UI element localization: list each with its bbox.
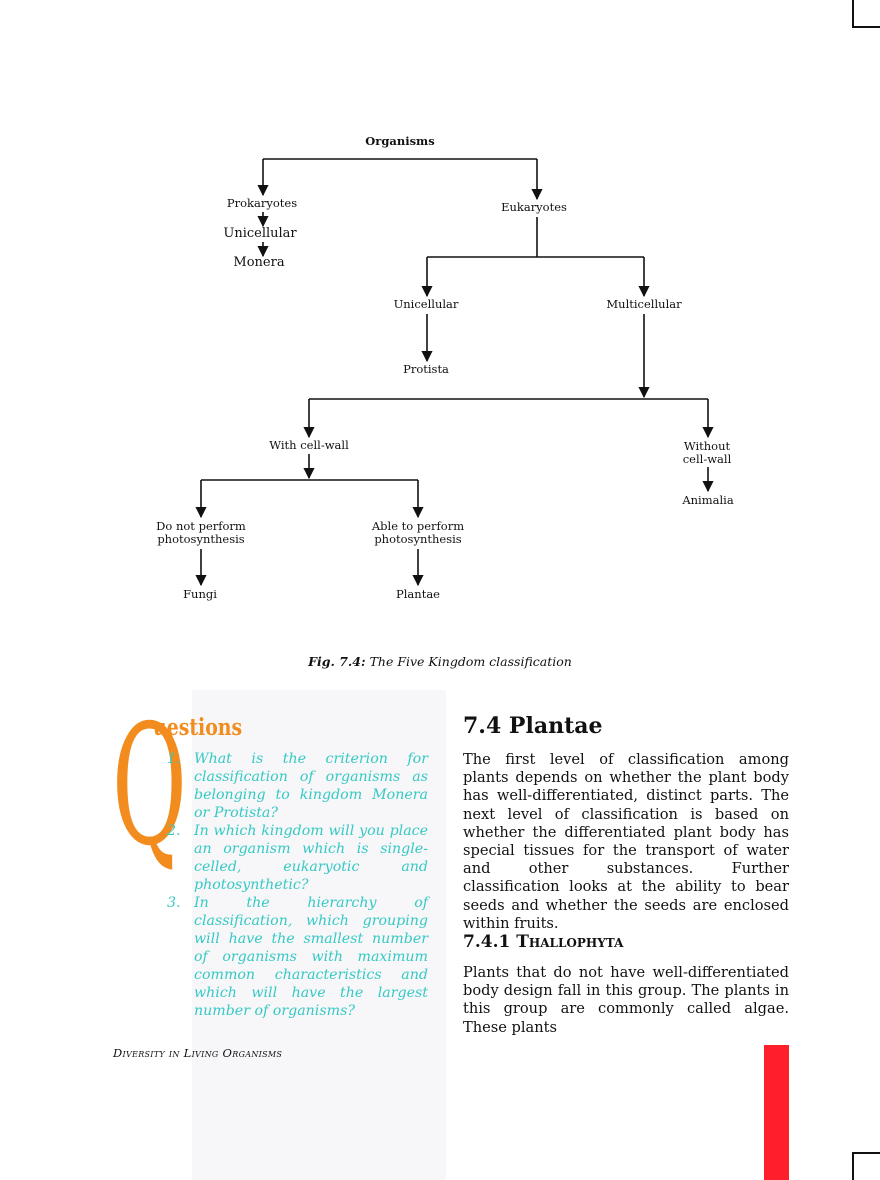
- node-eukaryotes: Eukaryotes: [501, 200, 567, 214]
- diagram-connectors: [195, 158, 714, 587]
- question-text: In which kingdom will you place an organ…: [194, 823, 428, 893]
- node-with-cell-wall: With cell-wall: [269, 438, 349, 452]
- node-no-photosynthesis: Do not perform photosynthesis: [156, 519, 246, 546]
- node-photosynthesis: Able to perform photosynthesis: [371, 519, 465, 546]
- node-protista: Protista: [403, 362, 449, 376]
- node-without-cell-wall: Without cell-wall: [682, 439, 732, 466]
- question-text: In the hierarchy of classification, whic…: [194, 895, 428, 1019]
- crop-mark-bottom-right: [852, 1152, 880, 1180]
- questions-title: uestions: [153, 714, 243, 741]
- page-edge-tab: [764, 1045, 789, 1180]
- question-text: What is the criterion for classification…: [194, 751, 428, 821]
- node-plantae: Plantae: [396, 587, 440, 601]
- crop-mark-top-right: [852, 0, 880, 28]
- node-animalia: Animalia: [682, 493, 734, 507]
- node-prokaryotes: Prokaryotes: [226, 196, 298, 210]
- question-item: 3. In the hierarchy of classification, wh…: [163, 894, 428, 1020]
- question-number: 1.: [167, 751, 181, 767]
- section-paragraph-1: The first level of classification among …: [463, 751, 789, 932]
- figure-caption: Fig. 7.4: The Five Kingdom classificatio…: [0, 654, 880, 669]
- figure-caption-text: The Five Kingdom classification: [365, 654, 572, 669]
- figure-caption-label: Fig. 7.4:: [308, 654, 366, 669]
- question-number: 3.: [167, 895, 181, 911]
- questions-list: 1. What is the criterion for classificati…: [163, 750, 428, 1020]
- node-unicellular: Unicellular: [393, 297, 459, 311]
- question-item: 2. In which kingdom will you place an org…: [163, 822, 428, 894]
- subsection-title: Thallophyta: [516, 932, 624, 952]
- node-multicellular: Multicellular: [606, 297, 682, 311]
- node-unicellular-prokaryote: Unicellular: [223, 226, 297, 241]
- node-monera: Monera: [233, 255, 285, 270]
- question-item: 1. What is the criterion for classificati…: [163, 750, 428, 822]
- node-fungi: Fungi: [183, 587, 217, 601]
- question-number: 2.: [167, 823, 181, 839]
- subsection-heading: 7.4.1 Thallophyta: [463, 932, 623, 952]
- subsection-number: 7.4.1: [463, 932, 517, 952]
- node-organisms: Organisms: [365, 134, 435, 148]
- questions-sidebar-background: [192, 690, 446, 1180]
- questions-initial-letter: Q: [112, 690, 187, 883]
- running-footer: Diversity in Living Organisms: [113, 1046, 283, 1060]
- section-title: 7.4 Plantae: [463, 713, 603, 739]
- section-paragraph-2: Plants that do not have well-differentia…: [463, 964, 789, 1036]
